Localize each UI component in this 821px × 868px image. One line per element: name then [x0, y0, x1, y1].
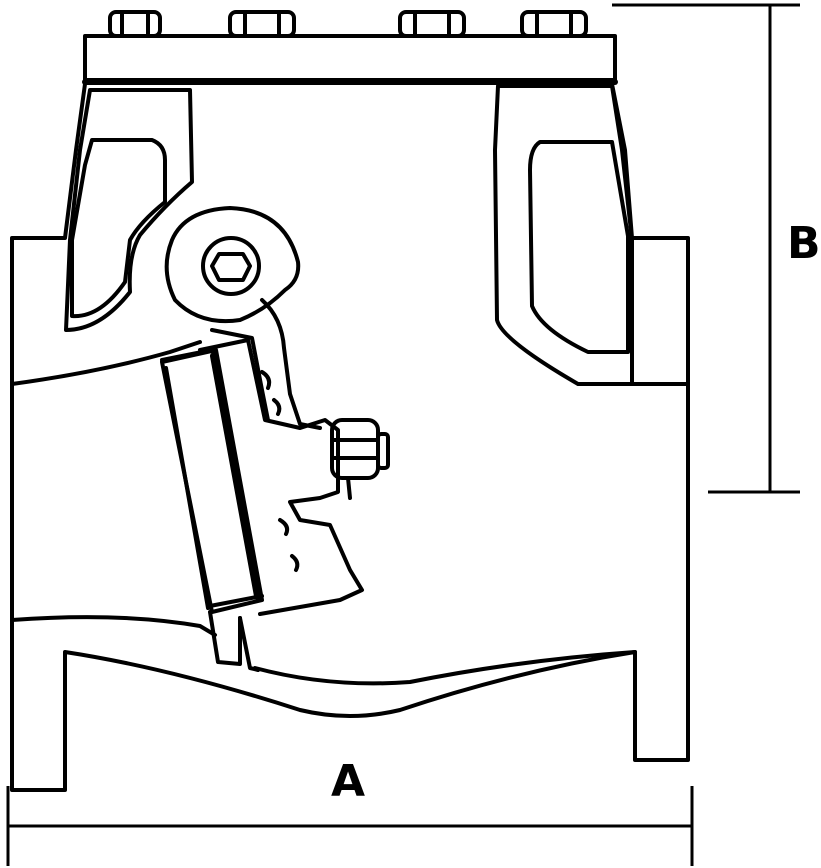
valve-body-outline	[10, 82, 690, 792]
bonnet-bolts	[108, 10, 588, 38]
hinge-boss	[164, 206, 301, 324]
bolt-nut	[228, 10, 296, 38]
disc-seal	[210, 352, 262, 600]
bolt-nut	[108, 10, 162, 38]
retaining-clip-upper	[260, 370, 282, 416]
disc-holder	[198, 338, 364, 616]
hinge-arm	[260, 298, 322, 430]
seat-line-top	[160, 348, 214, 362]
hinge-pin-nut	[210, 252, 252, 282]
seat-ring	[208, 610, 242, 666]
bolt-nut	[398, 10, 466, 38]
body-left-cavity	[64, 88, 194, 332]
bonnet-cover	[83, 34, 617, 82]
retaining-clip-lower	[278, 518, 300, 572]
body-right-pocket	[528, 140, 630, 354]
body-lower-web	[253, 650, 637, 686]
hinge-pin-circle	[201, 236, 261, 296]
flow-passage-upper	[10, 340, 202, 386]
seat-ring-lower	[238, 616, 260, 672]
flow-passage-lower	[10, 615, 217, 637]
body-left-pocket	[70, 138, 167, 319]
disc-stud	[346, 476, 352, 500]
bolt-nut	[520, 10, 588, 38]
dimension-b-lines	[612, 3, 800, 494]
disc-edge	[164, 366, 210, 610]
dimension-a-lines	[6, 786, 694, 866]
body-right-cavity	[493, 84, 634, 386]
dimension-b-label: B	[787, 218, 821, 269]
disc-nut	[330, 418, 390, 480]
dimension-a-label: A	[331, 756, 366, 807]
hinge-arm-inner	[210, 328, 270, 422]
disc-face	[160, 348, 264, 614]
seat-line-bottom	[208, 594, 264, 608]
